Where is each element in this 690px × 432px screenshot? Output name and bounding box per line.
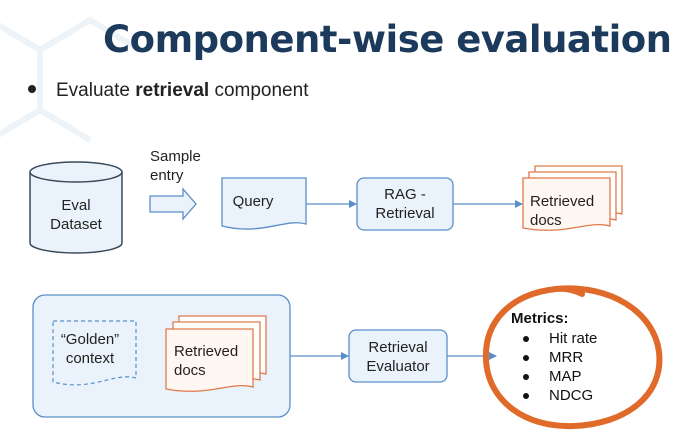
bullet-dot <box>28 84 36 93</box>
sample-entry-label: Sample entry <box>150 148 201 184</box>
bullet-point: Evaluate retrieval component <box>28 80 308 102</box>
metric-bullet-dot <box>523 355 529 361</box>
background-decoration <box>0 16 140 143</box>
golden-context-document <box>52 320 137 386</box>
metric-item: MRR <box>511 348 597 367</box>
bullet-bold: retrieval <box>135 80 210 101</box>
query-label: Query <box>232 193 274 210</box>
retrieved-docs-stack-top <box>522 165 623 231</box>
metric-bullet-dot <box>523 393 529 399</box>
metric-label: NDCG <box>549 387 594 404</box>
metric-label: MAP <box>549 368 582 385</box>
slide-title: Component-wise evaluation <box>103 18 672 61</box>
eval-dataset-cylinder <box>29 161 123 254</box>
retrieved-docs-bottom-label: Retrieved docs <box>174 343 239 379</box>
metric-item: MAP <box>511 367 597 386</box>
metric-item: Hit rate <box>511 329 597 348</box>
query-document-shape <box>221 177 307 230</box>
retrieved-docs-top-label: Retrieved docs <box>530 193 595 229</box>
retrieved-docs-stack-bottom <box>165 315 267 392</box>
golden-context-label: “Golden” context <box>60 331 120 367</box>
metrics-title: Metrics: <box>511 310 569 327</box>
metric-item: NDCG <box>511 386 597 405</box>
metrics-highlight-circle <box>482 285 663 430</box>
bullet-prefix: Evaluate <box>56 80 136 101</box>
sample-entry-arrow <box>149 187 197 221</box>
eval-dataset-label: Eval Dataset <box>50 197 102 233</box>
bullet-suffix: component <box>209 80 309 101</box>
metric-label: MRR <box>549 349 584 366</box>
metrics-panel: Metrics: Hit rate MRR MAP NDCG <box>511 309 597 405</box>
rag-retrieval-label: RAG - Retrieval <box>375 186 435 222</box>
metric-bullet-dot <box>523 374 529 380</box>
metric-bullet-dot <box>523 336 529 342</box>
retrieval-evaluator-label: Retrieval Evaluator <box>366 339 430 375</box>
metrics-list: Hit rate MRR MAP NDCG <box>511 329 597 405</box>
metric-label: Hit rate <box>549 330 598 347</box>
